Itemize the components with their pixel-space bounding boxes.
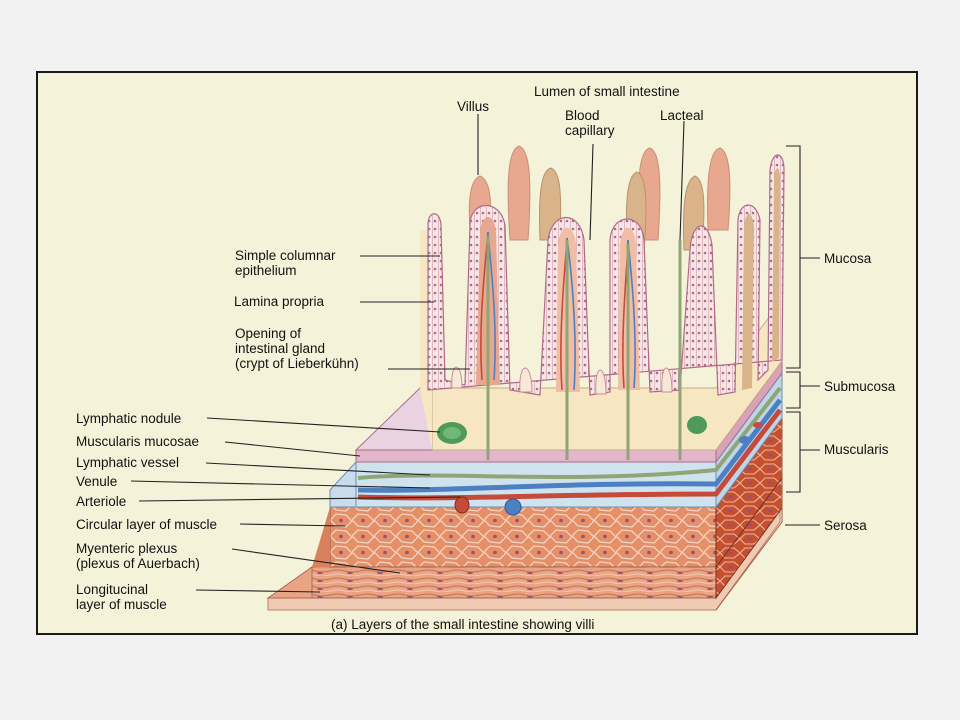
label-venule: Venule (76, 474, 118, 489)
label-myenteric-plexus: Myenteric plexus (plexus of Auerbach) (76, 541, 200, 571)
label-opening-of-intestinal-gland: Opening of intestinal gland (crypt of Li… (235, 326, 359, 371)
figure-caption: (a) Layers of the small intestine showin… (331, 617, 595, 632)
label-submucosa: Submucosa (824, 379, 896, 394)
label-lamina-propria: Lamina propria (234, 294, 325, 309)
label-lymphatic-vessel: Lymphatic vessel (76, 455, 180, 470)
label-lumen: Lumen of small intestine (534, 84, 680, 99)
label-longitudinal-layer: Longitucinal layer of muscle (76, 582, 167, 612)
label-blood-capillary: Blood capillary (565, 108, 615, 138)
label-villus: Villus (457, 99, 490, 114)
label-muscularis: Muscularis (824, 442, 889, 457)
label-circular-layer: Circular layer of muscle (76, 517, 218, 532)
label-mucosa: Mucosa (824, 251, 872, 266)
label-muscularis-mucosae: Muscularis mucosae (76, 434, 200, 449)
label-simple-columnar-epithelium: Simple columnar epithelium (235, 248, 336, 278)
label-lymphatic-nodule: Lymphatic nodule (76, 411, 182, 426)
label-lacteal: Lacteal (660, 108, 704, 123)
label-serosa: Serosa (824, 518, 867, 533)
label-arteriole: Arteriole (76, 494, 127, 509)
